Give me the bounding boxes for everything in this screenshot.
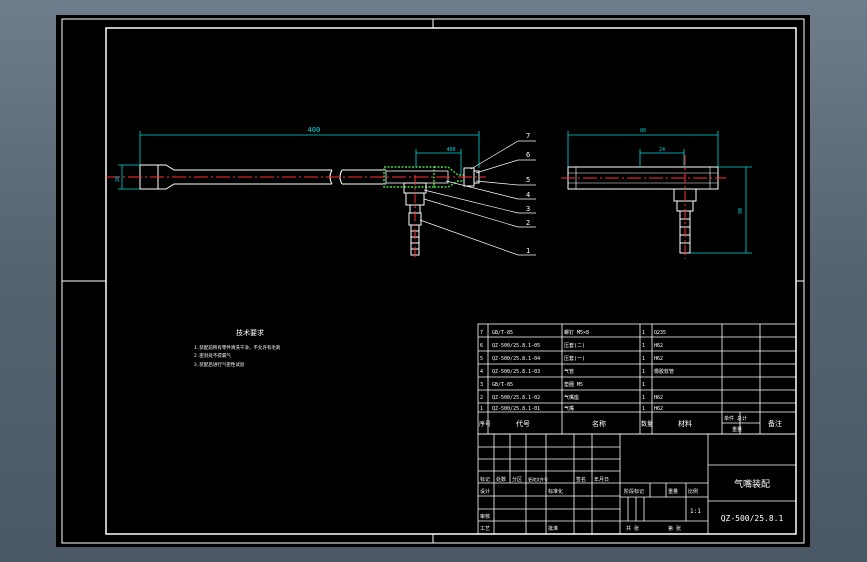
- bom-row-6-name: 压套(二): [564, 342, 585, 349]
- bom-row-3-name: 垫圈 M5: [564, 381, 583, 388]
- bom-row-1-material: H62: [654, 406, 663, 412]
- bom-rows: 7 GB/T-85 螺钉 M5×8 1 Q235 6 QZ-500/25.8.1…: [479, 329, 782, 433]
- tb-standardized: 标准化: [548, 488, 563, 495]
- bom-row-2-material: H62: [654, 395, 663, 401]
- bom-header-code: 代号: [516, 419, 530, 428]
- bom-header-no: 序号: [479, 420, 491, 428]
- bom-header-weight-sub: 重量: [732, 426, 742, 433]
- bom-row-6-code: QZ-500/25.8.1-05: [492, 343, 540, 349]
- bom-table: [477, 323, 797, 435]
- bom-row-1-no: 1: [480, 406, 483, 412]
- bom-row-1-name: 气嘴: [564, 405, 574, 412]
- bom-row-5-qty: 1: [642, 356, 645, 362]
- tb-count: 处数: [496, 476, 506, 483]
- dim-overall-length: 400: [308, 126, 321, 134]
- title-block: [477, 433, 797, 535]
- hose-taper-bottom: [434, 180, 464, 188]
- bom-row-5-code: QZ-500/25.8.1-04: [492, 356, 540, 362]
- balloon-2: 2: [526, 219, 530, 227]
- bom-header-name: 名称: [592, 419, 606, 428]
- tb-sheet-total: 共 张: [626, 525, 639, 532]
- front-view: 400 400 20 7 6: [106, 126, 536, 259]
- tube-top-edge-left: [158, 164, 332, 171]
- tech-req-line-1: 1.装配前所有零件清洗干净，不允许有毛刺: [194, 344, 281, 351]
- bom-row-3-code: GB/T-85: [492, 382, 513, 388]
- tb-date: 年月日: [594, 476, 609, 483]
- bom-row-3-qty: 1: [642, 382, 645, 388]
- bom-row-7-qty: 1: [642, 330, 645, 336]
- end-fitting-cap: [473, 170, 480, 184]
- tb-weight: 重量: [668, 488, 678, 495]
- sheet-outer-border: [61, 18, 805, 544]
- tech-req-line-2: 2.密封处不得漏气: [194, 352, 231, 359]
- tech-req-line-3: 3.装配后进行气密性试验: [194, 361, 245, 368]
- tube-bottom-edge-left: [158, 183, 332, 190]
- bom-row-2-name: 气嘴座: [564, 394, 579, 401]
- tb-zone: 分区: [512, 476, 522, 483]
- tb-designer: 设计: [480, 488, 490, 495]
- break-mark-2: [339, 169, 343, 185]
- tb-sheet-no: 第 张: [668, 525, 681, 532]
- bom-row-6-qty: 1: [642, 343, 645, 349]
- balloon-6: 6: [526, 151, 530, 159]
- sheet-inner-frame: [105, 27, 797, 535]
- tech-requirements: 技术要求 1.装配前所有零件清洗干净，不允许有毛刺 2.密封处不得漏气 3.装配…: [194, 328, 281, 368]
- bom-row-2-qty: 1: [642, 395, 645, 401]
- balloon-7: 7: [526, 132, 530, 140]
- tb-approve: 批准: [548, 525, 558, 532]
- bom-row-3-no: 3: [480, 382, 483, 388]
- bom-row-4-qty: 1: [642, 369, 645, 375]
- part-balloons: 7 6 5 4 3 2: [419, 132, 536, 256]
- balloon-3: 3: [526, 205, 530, 213]
- tb-process: 工艺: [480, 526, 490, 532]
- balloon-1: 1: [526, 247, 530, 255]
- tb-change-doc: 更改文件号: [528, 476, 548, 482]
- dim-side-inner: 24: [659, 147, 665, 153]
- dim-side-top: 80: [640, 128, 646, 134]
- drawing-viewport[interactable]: 400 400 20 7 6: [56, 15, 810, 547]
- bom-row-4-name: 气管: [564, 368, 574, 375]
- balloon-4: 4: [526, 191, 530, 199]
- dim-inner-length: 400: [446, 147, 455, 153]
- tb-scale-value: 1:1: [690, 508, 701, 515]
- bom-row-7-name: 螺钉 M5×8: [564, 329, 589, 336]
- bom-row-1-code: QZ-500/25.8.1-01: [492, 406, 540, 412]
- dim-left-height: 20: [115, 176, 121, 182]
- title-block-labels: 标记 处数 分区 更改文件号 签名 年月日 设计 标准化 阶段标记 重量 比例 …: [480, 476, 783, 532]
- tb-signature: 签名: [576, 476, 586, 483]
- bom-row-4-code: QZ-500/25.8.1-03: [492, 369, 540, 375]
- bom-row-6-no: 6: [480, 343, 483, 349]
- bom-row-5-material: H62: [654, 356, 663, 362]
- bom-row-2-code: QZ-500/25.8.1-02: [492, 395, 540, 401]
- tb-checker: 审核: [480, 513, 490, 520]
- bom-row-2-no: 2: [480, 395, 483, 401]
- dim-side-height: 90: [738, 208, 744, 214]
- side-view: 80 24 90: [561, 128, 752, 259]
- tb-scale-label: 比例: [688, 488, 698, 495]
- bom-row-5-no: 5: [480, 356, 483, 362]
- bom-header-note: 备注: [768, 419, 782, 428]
- bom-row-7-material: Q235: [654, 330, 666, 336]
- bom-header-material: 材料: [678, 419, 692, 428]
- bom-row-4-no: 4: [480, 369, 483, 375]
- drawing-canvas: 400 400 20 7 6: [61, 18, 805, 544]
- tb-mark: 标记: [480, 476, 490, 483]
- tb-drawing-number: QZ-500/25.8.1: [721, 514, 784, 523]
- tech-req-heading: 技术要求: [236, 328, 264, 337]
- bom-row-7-no: 7: [480, 330, 483, 336]
- bom-row-1-qty: 1: [642, 406, 645, 412]
- bom-header-qty: 数量: [641, 420, 653, 428]
- tb-stage-mark: 阶段标记: [624, 488, 644, 495]
- bom-row-6-material: H62: [654, 343, 663, 349]
- tb-drawing-title: 气嘴装配: [734, 478, 770, 490]
- bom-row-5-name: 压套(一): [564, 355, 585, 362]
- balloon-5: 5: [526, 176, 530, 184]
- bom-row-7-code: GB/T-85: [492, 330, 513, 336]
- bom-header-weight: 单件 总计: [724, 415, 747, 422]
- bom-row-4-material: 橡胶软管: [654, 368, 674, 375]
